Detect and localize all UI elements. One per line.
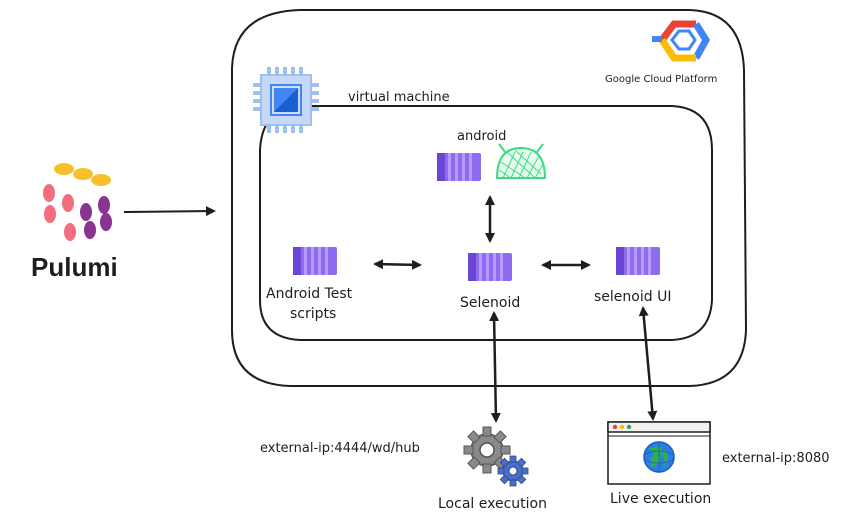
scripts-selenoid-arrow: [373, 259, 422, 270]
vm-boundary: [259, 105, 713, 341]
selenoid-ui-container-icon: [616, 247, 660, 275]
android-icon: [495, 143, 547, 179]
selenoid-local-arrow: [489, 311, 501, 423]
pulumi-deploy-arrow: [123, 206, 216, 217]
selenoid-label: Selenoid: [460, 295, 520, 311]
test-scripts-label-line1: Android Test: [266, 286, 353, 302]
local-execution-label: Local execution: [438, 496, 547, 512]
selenoid-container-icon: [468, 253, 512, 281]
test-scripts-container-icon: [293, 247, 337, 275]
browser-globe-icon: [607, 421, 711, 485]
pulumi-wordmark: Pulumi: [31, 252, 118, 282]
ui-live-arrow: [638, 306, 658, 421]
cpu-chip-icon: [253, 67, 319, 133]
vm-label: virtual machine: [348, 90, 450, 105]
hub-endpoint-label: external-ip:4444/wd/hub: [260, 441, 420, 456]
gears-icon: [463, 426, 529, 487]
ui-endpoint-label: external-ip:8080: [722, 451, 830, 466]
test-scripts-label-line2: scripts: [290, 306, 336, 322]
pulumi-logo: [43, 163, 112, 241]
gcp-label: Google Cloud Platform: [605, 74, 717, 85]
android-label: android: [457, 129, 506, 144]
selenoid-ui-label: selenoid UI: [594, 289, 671, 305]
android-container-icon: [437, 153, 481, 181]
live-execution-label: Live execution: [610, 491, 711, 507]
gcp-logo: [652, 20, 711, 62]
